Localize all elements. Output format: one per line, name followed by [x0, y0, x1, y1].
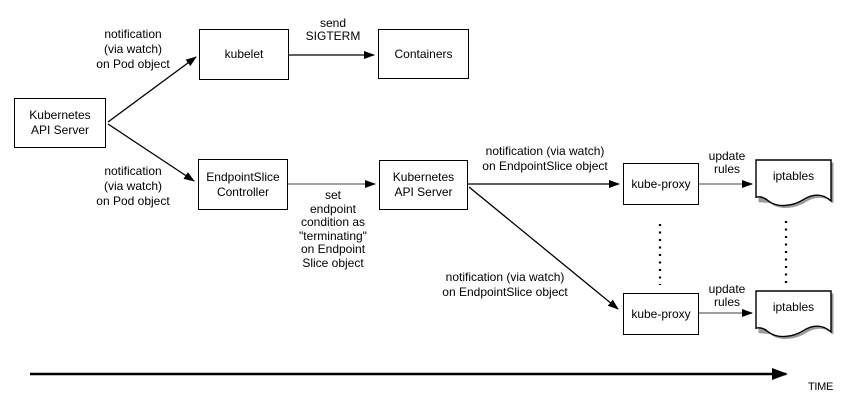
node-kube-proxy-top: kube-proxy — [623, 163, 699, 205]
node-containers: Containers — [378, 29, 469, 79]
edge-label-send-sigterm: send SIGTERM — [305, 16, 361, 43]
node-kubelet: kubelet — [199, 29, 289, 80]
edge-label-notify-endpointslice-top: notification (via watch) on EndpointSlic… — [482, 144, 608, 173]
edge-label-update-rules-top: update rules — [708, 149, 746, 176]
edge-label-set-endpoint-condition: set endpoint condition as "terminating" … — [299, 188, 367, 270]
node-iptables-bottom-label: iptables — [772, 300, 815, 314]
edge-label-notify-pod-top: notification (via watch) on Pod object — [96, 27, 170, 71]
timeline-label: TIME — [808, 381, 834, 393]
iptables-document-shape-bottom — [755, 290, 834, 340]
node-kube-proxy-bottom: kube-proxy — [623, 293, 699, 335]
edge-label-notify-pod-bottom: notification (via watch) on Pod object — [96, 164, 170, 208]
edge-label-update-rules-bottom: update rules — [708, 282, 746, 309]
node-iptables-top-label: iptables — [772, 169, 815, 183]
node-kubernetes-api-server-mid: Kubernetes API Server — [379, 160, 468, 210]
iptables-bottom-body — [755, 290, 832, 338]
edge-label-notify-endpointslice-bottom: notification (via watch) on EndpointSlic… — [442, 270, 568, 299]
node-kubernetes-api-server-left: Kubernetes API Server — [14, 98, 106, 148]
arrow-apiserver-to-endpointslice-controller — [107, 123, 195, 182]
arrow-apiserver-to-kubelet — [107, 56, 197, 123]
iptables-document-shape-top — [755, 159, 834, 209]
arrow-apiserver-to-kubeproxy-bottom — [468, 186, 619, 310]
node-endpointslice-controller: EndpointSlice Controller — [198, 159, 288, 210]
iptables-top-body — [755, 159, 832, 207]
